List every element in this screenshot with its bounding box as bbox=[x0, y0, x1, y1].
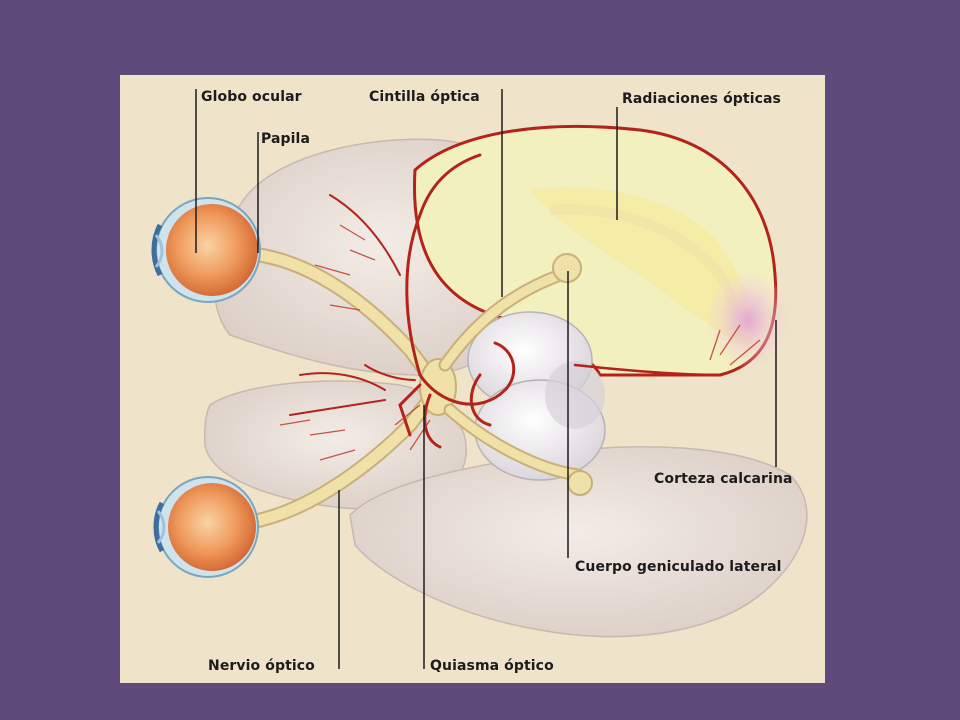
vessel-branches bbox=[279, 224, 761, 461]
eyeball-upper bbox=[151, 197, 261, 303]
label-quiasma-optico: Quiasma óptico bbox=[430, 658, 554, 674]
label-papila: Papila bbox=[261, 131, 310, 147]
label-cuerpo-geniculado-lateral: Cuerpo geniculado lateral bbox=[575, 559, 782, 575]
brain-diagram bbox=[120, 75, 825, 683]
optic-radiation bbox=[530, 187, 754, 350]
leader-lines bbox=[195, 89, 777, 669]
optic-pathway-illustration: Globo ocular Papila Cintilla óptica Radi… bbox=[120, 75, 825, 683]
label-globo-ocular: Globo ocular bbox=[201, 89, 302, 105]
lateral-geniculate-upper bbox=[552, 253, 582, 283]
label-nervio-optico: Nervio óptico bbox=[208, 658, 315, 674]
label-cintilla-optica: Cintilla óptica bbox=[369, 89, 480, 105]
blood-vessels bbox=[289, 153, 722, 449]
eyeball-lower bbox=[153, 476, 259, 578]
label-radiaciones-opticas: Radiaciones ópticas bbox=[622, 91, 781, 107]
lateral-geniculate-lower bbox=[567, 470, 593, 496]
label-corteza-calcarina: Corteza calcarina bbox=[654, 471, 793, 487]
